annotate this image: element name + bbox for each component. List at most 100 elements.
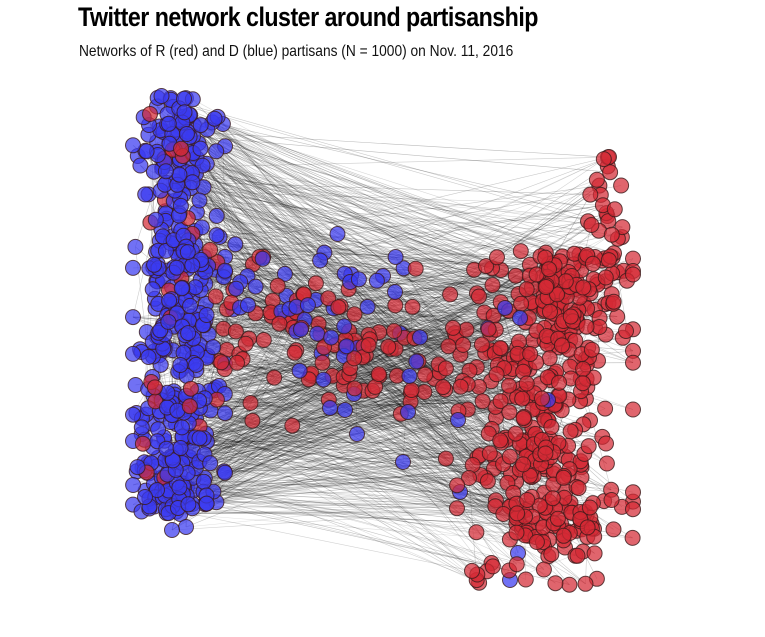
- r-partisan-node: [380, 338, 397, 355]
- r-partisan-node: [360, 337, 377, 354]
- r-partisan-node: [473, 336, 490, 353]
- network-edge: [165, 170, 537, 332]
- d-partisan-node: [198, 307, 215, 323]
- network-edge: [187, 472, 523, 527]
- network-edge: [186, 171, 612, 235]
- r-partisan-node: [597, 400, 614, 417]
- network-edge: [183, 265, 494, 317]
- r-partisan-node: [575, 279, 592, 296]
- d-partisan-node: [337, 402, 353, 418]
- network-edge: [224, 412, 496, 507]
- r-partisan-node: [522, 346, 539, 362]
- network-edge: [174, 190, 603, 206]
- network-edge: [166, 286, 571, 514]
- d-partisan-node: [512, 310, 528, 326]
- r-partisan-node: [515, 410, 532, 427]
- r-partisan-node: [541, 350, 558, 367]
- network-edge: [161, 477, 553, 499]
- network-edge: [214, 118, 570, 332]
- network-edge: [207, 129, 515, 358]
- network-edge: [169, 268, 416, 460]
- r-partisan-node: [437, 360, 454, 377]
- network-edge: [174, 320, 573, 399]
- network-edge: [156, 106, 511, 540]
- network-edge: [165, 438, 539, 496]
- d-partisan-node: [312, 252, 329, 269]
- d-partisan-node: [208, 227, 225, 244]
- d-partisan-node: [158, 440, 175, 457]
- network-edge: [185, 492, 545, 528]
- r-partisan-node: [513, 295, 530, 312]
- network-edge: [188, 438, 481, 476]
- network-edge: [179, 158, 543, 277]
- r-partisan-node: [584, 255, 601, 272]
- r-partisan-node: [544, 490, 561, 507]
- network-edge: [154, 506, 473, 572]
- r-partisan-node: [484, 558, 501, 575]
- r-partisan-node: [547, 575, 564, 592]
- r-partisan-node: [229, 354, 245, 371]
- network-edge: [148, 194, 622, 238]
- r-partisan-node: [501, 448, 518, 465]
- r-partisan-node: [509, 505, 526, 522]
- network-edge: [179, 108, 563, 257]
- network-edge: [216, 215, 608, 236]
- r-partisan-node: [543, 419, 560, 435]
- network-edge: [205, 433, 518, 514]
- r-partisan-node: [555, 469, 572, 486]
- d-partisan-node: [132, 157, 149, 174]
- d-partisan-node: [127, 238, 144, 255]
- d-partisan-node: [173, 419, 190, 436]
- d-partisan-node: [206, 110, 223, 127]
- network-edge: [191, 151, 412, 393]
- network-edge: [188, 463, 504, 505]
- network-edge: [204, 392, 412, 479]
- r-partisan-node: [508, 524, 525, 541]
- d-partisan-node: [173, 280, 190, 297]
- network-edge: [222, 123, 549, 265]
- network-edge: [208, 333, 587, 515]
- node-layer: [125, 88, 641, 593]
- network-edge: [170, 270, 582, 457]
- r-partisan-node: [207, 288, 224, 305]
- d-partisan-node: [125, 345, 141, 362]
- network-edge: [176, 500, 496, 507]
- network-edge: [192, 153, 524, 450]
- d-partisan-node: [161, 292, 178, 309]
- network-edge: [216, 215, 389, 348]
- network-edge: [213, 262, 554, 348]
- network-edge: [193, 362, 544, 543]
- network-edge: [180, 364, 493, 567]
- d-partisan-node: [160, 115, 177, 132]
- r-partisan-node: [595, 151, 612, 168]
- network-edge: [195, 401, 411, 438]
- d-partisan-node: [179, 244, 196, 261]
- network-edge: [186, 171, 587, 366]
- network-edge: [132, 353, 559, 528]
- network-edge: [185, 406, 493, 567]
- r-partisan-node: [557, 273, 574, 290]
- d-partisan-node: [217, 262, 233, 279]
- r-partisan-node: [561, 576, 578, 593]
- d-partisan-node: [172, 440, 189, 456]
- r-partisan-node: [255, 332, 272, 348]
- d-partisan-node: [291, 362, 308, 379]
- d-partisan-node: [171, 166, 188, 183]
- network-edge: [172, 459, 528, 501]
- network-edge: [174, 394, 480, 583]
- network-edge: [190, 114, 548, 269]
- network-edge: [191, 172, 575, 254]
- network-edge: [172, 461, 554, 524]
- r-partisan-node: [605, 293, 622, 310]
- r-partisan-node: [320, 290, 337, 307]
- d-partisan-node: [350, 271, 367, 288]
- r-partisan-node: [528, 534, 545, 550]
- r-partisan-node: [575, 361, 592, 377]
- r-partisan-node: [551, 374, 567, 391]
- network-edge: [165, 508, 554, 527]
- r-partisan-node: [403, 382, 420, 398]
- r-partisan-node: [603, 492, 620, 508]
- network-edge: [198, 204, 604, 351]
- r-partisan-node: [602, 164, 619, 181]
- r-partisan-node: [442, 286, 459, 303]
